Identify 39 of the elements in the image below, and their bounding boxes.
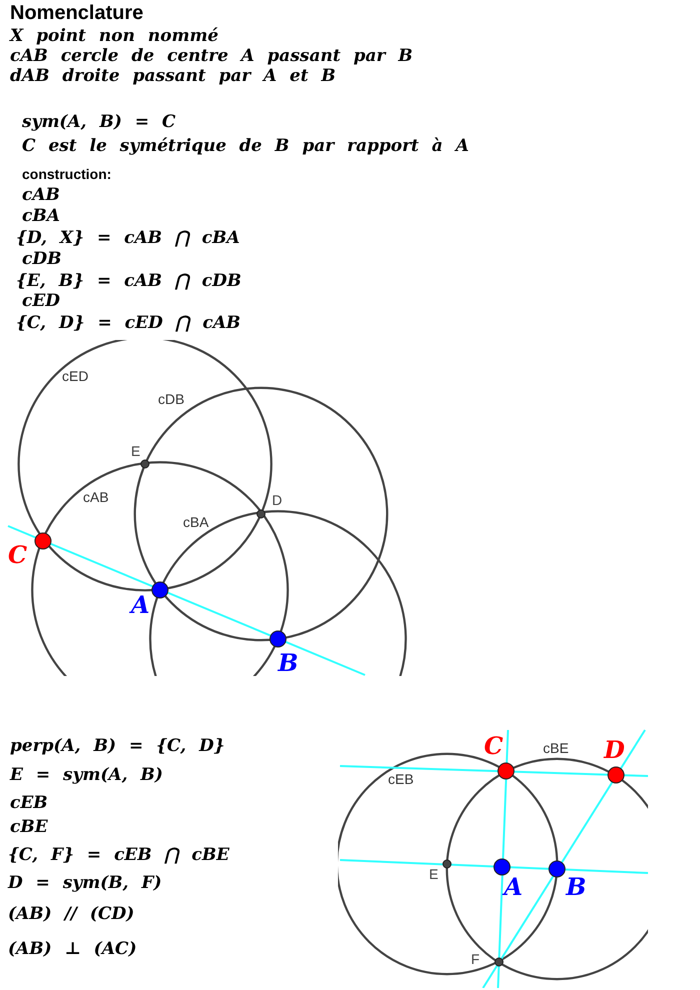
point-label: B <box>278 648 298 677</box>
circle-label: cBA <box>183 514 209 530</box>
math-formula: sym(A, B) = C <box>22 112 176 132</box>
math-formula: cAB cercle de centre A passant par B <box>10 46 413 66</box>
circle-label: cAB <box>83 489 109 505</box>
circle-label: cED <box>62 368 88 384</box>
math-formula: {C, D} = cED ⋂ cAB <box>16 312 241 333</box>
math-formula: cBE <box>10 817 48 837</box>
point-label: E <box>429 866 438 882</box>
section-heading: construction: <box>22 166 112 182</box>
math-formula: E = sym(A, B) <box>10 765 163 785</box>
math-formula: X point non nommé <box>10 26 218 46</box>
point-label: D <box>272 492 282 508</box>
point-label: B <box>566 872 586 901</box>
math-formula: cDB <box>22 249 62 269</box>
math-formula: cEB <box>10 793 48 813</box>
math-formula: {D, X} = cAB ⋂ cBA <box>16 227 240 248</box>
math-formula: cAB <box>22 185 60 205</box>
point-label: A <box>504 872 523 901</box>
math-formula: cED <box>22 291 60 311</box>
title: Nomenclature <box>10 2 144 25</box>
point-label: A <box>131 590 150 619</box>
point-label: C <box>8 540 28 569</box>
math-formula: dAB droite passant par A et B <box>10 66 336 86</box>
point-label: C <box>484 731 504 760</box>
math-formula: D = sym(B, F) <box>8 873 162 893</box>
math-formula: cBA <box>22 206 60 226</box>
point-label: E <box>131 443 140 459</box>
point-label: F <box>471 951 480 967</box>
math-formula: {E, B} = cAB ⋂ cDB <box>16 270 242 291</box>
circle-label: cEB <box>388 771 414 787</box>
math-formula: perp(A, B) = {C, D} <box>10 736 225 756</box>
circle-label: cBE <box>543 740 569 756</box>
math-formula: (AB) // (CD) <box>8 904 134 924</box>
circle-label: cDB <box>158 391 184 407</box>
math-formula: {C, F} = cEB ⋂ cBE <box>8 844 230 865</box>
math-formula: C est le symétrique de B par rapport à A <box>22 136 469 156</box>
point-label: D <box>604 735 625 764</box>
math-formula: (AB) ⊥ (AC) <box>8 939 137 959</box>
